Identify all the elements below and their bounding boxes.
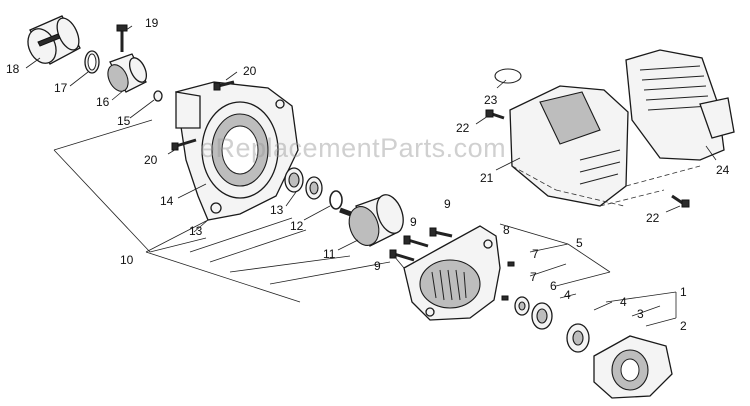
part-19-screw	[116, 24, 128, 52]
part-6-seal	[514, 296, 530, 316]
callout-20-top: 20	[243, 64, 257, 78]
callout-24: 24	[716, 163, 730, 177]
callout-8: 8	[503, 223, 510, 237]
watermark-text: eReplacementParts.com	[200, 133, 507, 163]
callout-13-top: 13	[270, 203, 284, 217]
callout-2: 2	[680, 319, 687, 333]
leader-lines	[25, 25, 717, 327]
callout-5: 5	[576, 236, 583, 250]
part-23-gasket	[494, 68, 522, 84]
callout-11: 11	[323, 247, 336, 261]
part-9-screws	[389, 227, 453, 262]
callout-9-top: 9	[410, 215, 417, 229]
callout-22-lower: 22	[646, 211, 660, 225]
part-11-drum	[339, 194, 404, 247]
part-20-screws	[171, 80, 235, 151]
callout-6: 6	[550, 279, 557, 293]
part-14-crankcase	[175, 81, 299, 221]
callout-21: 21	[480, 171, 494, 185]
part-18-sleeve	[27, 15, 81, 65]
part-24-fan-housing	[625, 49, 735, 161]
part-4-bearing	[531, 302, 590, 353]
callout-1: 1	[680, 285, 687, 299]
callout-15: 15	[117, 114, 131, 128]
callout-9-right: 9	[444, 197, 451, 211]
part-16-clutch-hub	[107, 53, 148, 93]
part-15-oring	[153, 90, 163, 102]
callout-numbers: 18 17 16 19 20 15 20 14 13 13 12 10 11 9…	[6, 16, 730, 333]
callout-4-center: 4	[564, 288, 571, 302]
part-12-clip	[329, 190, 343, 210]
part-8-crankcase	[403, 225, 501, 321]
callout-20-lower: 20	[144, 153, 158, 167]
callout-7-lower: 7	[530, 270, 537, 284]
callout-13-lower: 13	[189, 224, 203, 238]
part-7-pins	[501, 261, 515, 301]
part-21-muffler-cover	[509, 85, 629, 207]
callout-16: 16	[96, 95, 110, 109]
callout-12: 12	[290, 219, 304, 233]
callout-18: 18	[6, 62, 20, 76]
part-13-bearings	[284, 167, 323, 200]
callout-10: 10	[120, 253, 134, 267]
callout-3: 3	[637, 307, 644, 321]
callout-9-lower: 9	[374, 259, 381, 273]
callout-23: 23	[484, 93, 498, 107]
callout-4-right: 4	[620, 295, 627, 309]
callout-7-top: 7	[532, 247, 539, 261]
callout-14: 14	[160, 194, 174, 208]
callout-17: 17	[54, 81, 68, 95]
part-1-housing	[593, 335, 673, 399]
callout-19: 19	[145, 16, 159, 30]
part-22-screws	[485, 109, 690, 208]
dashed-assembly-lines	[511, 165, 701, 207]
callout-22-top: 22	[456, 121, 470, 135]
